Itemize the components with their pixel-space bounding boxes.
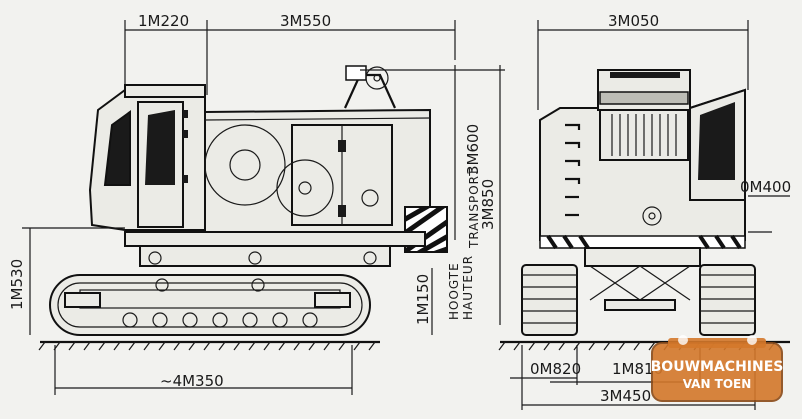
winch-drum-small xyxy=(276,159,334,217)
dim-side-front-length: 1M220 xyxy=(138,12,189,30)
front-view: 3M050 0M400 xyxy=(498,12,791,410)
dim-track-gauge: 1M810 xyxy=(612,360,663,378)
side-view: 1M220 3M550 xyxy=(8,12,505,395)
idler-bracket-left xyxy=(64,292,101,308)
front-vents xyxy=(565,123,581,217)
winch-drum-large xyxy=(204,124,286,206)
label-hauteur: HAUTEUR xyxy=(461,255,475,320)
gantry-frame xyxy=(343,73,397,109)
turntable xyxy=(124,231,426,247)
logo-line2: VAN TOEN xyxy=(683,377,752,391)
dim-track-length: ~4M350 xyxy=(160,372,224,390)
dim-front-width: 3M050 xyxy=(608,12,659,30)
dim-track-width: 0M820 xyxy=(530,360,581,378)
track-rollers xyxy=(122,312,318,328)
idler-bracket-right xyxy=(314,292,351,308)
cab-roof xyxy=(124,84,206,98)
dim-transport-height: 3M600 xyxy=(464,124,482,175)
front-cab-window xyxy=(698,102,735,180)
dim-total-height: 3M850 xyxy=(479,179,497,230)
label-transport: TRANSPORT xyxy=(467,168,481,249)
watermark-logo: BOUWMACHINES VAN TOEN xyxy=(651,335,784,402)
slew-hub xyxy=(642,206,662,226)
dim-overall-width: 3M450 xyxy=(600,387,651,405)
front-track-right xyxy=(699,264,756,336)
label-hoogte: HOOGTE xyxy=(447,262,461,320)
dim-side-body-length: 3M550 xyxy=(280,12,331,30)
front-carbody xyxy=(584,247,701,267)
cab-door-window xyxy=(145,110,175,185)
dim-ground-clearance: 1M150 xyxy=(414,274,432,325)
logo-line1: BOUWMACHINES xyxy=(651,359,784,375)
cab-front-window xyxy=(103,110,131,186)
dim-track-height: 1M530 xyxy=(8,259,26,310)
dim-counterweight-offset: 0M400 xyxy=(740,178,791,196)
front-track-left xyxy=(521,264,578,336)
carbody xyxy=(139,245,391,267)
